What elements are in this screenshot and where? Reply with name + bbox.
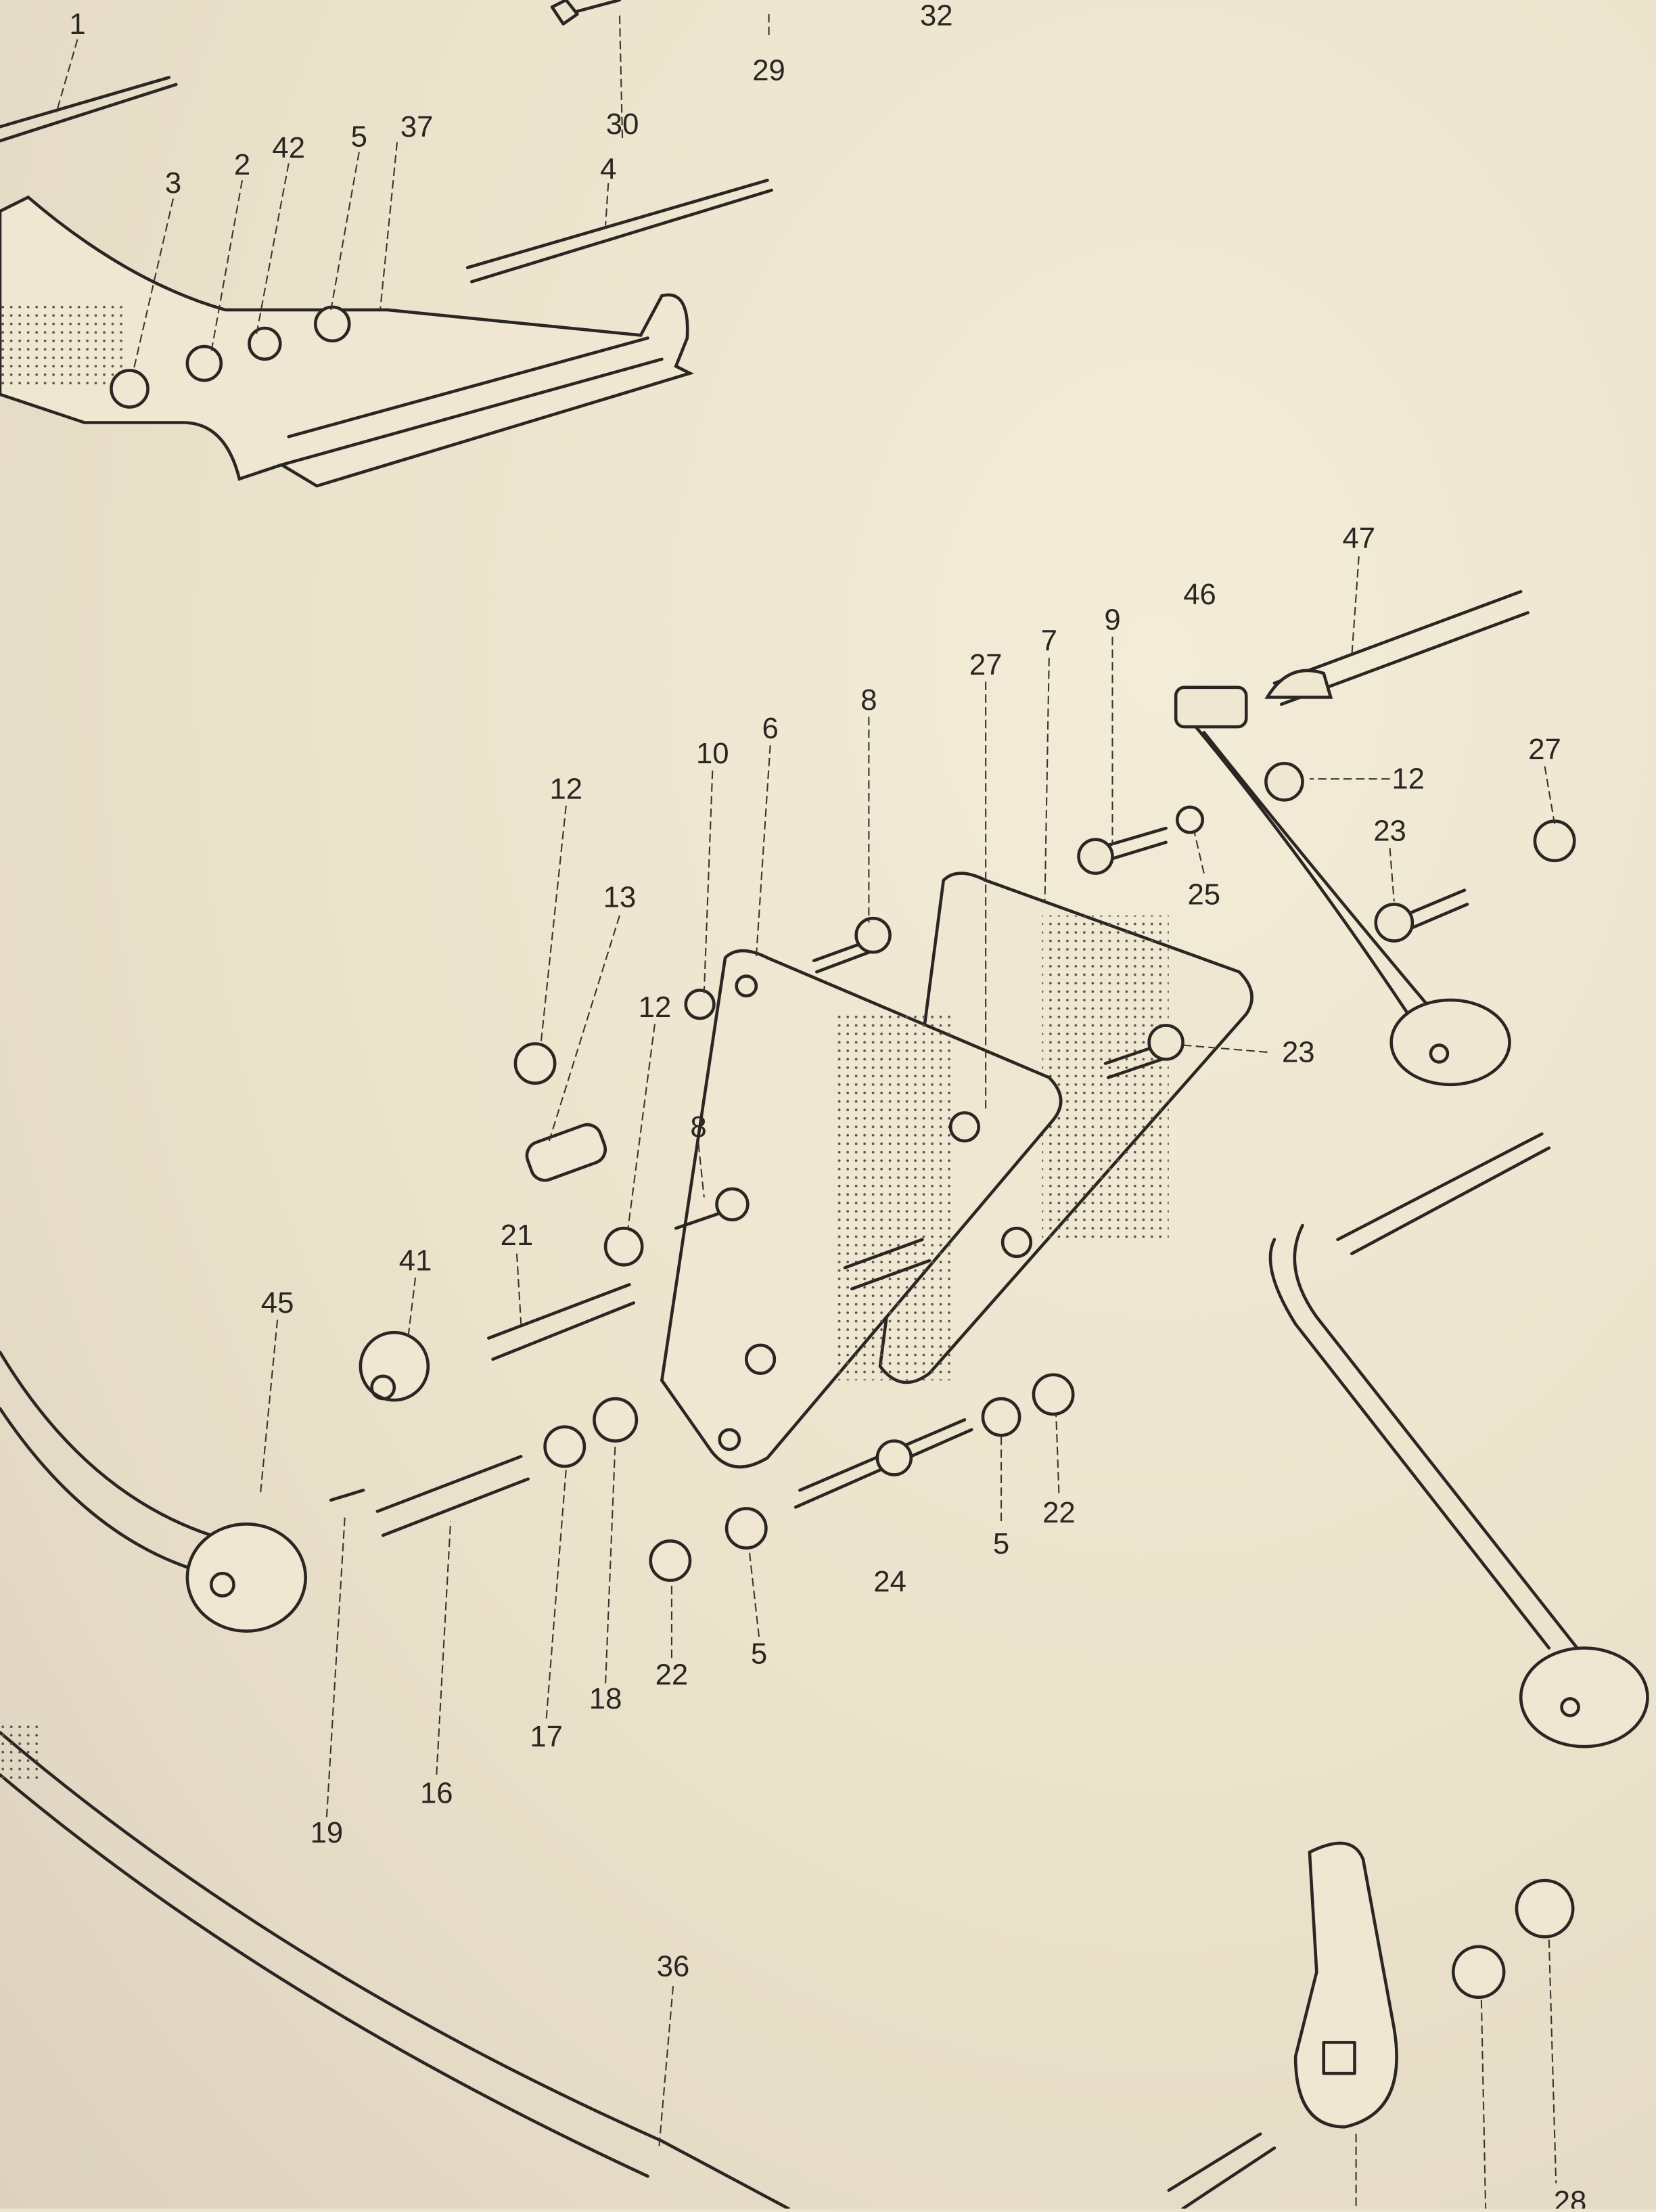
- callout-23: 23: [1373, 815, 1406, 848]
- washer-5: [313, 305, 351, 343]
- callout-47: 47: [1342, 522, 1375, 555]
- callout-21: 21: [501, 1219, 534, 1252]
- bolt-30: [550, 0, 622, 26]
- callout-8: 8: [860, 683, 877, 717]
- callout-27: 27: [969, 648, 1003, 681]
- callout-23: 23: [1282, 1036, 1315, 1069]
- stud-4: [465, 179, 774, 284]
- callout-22: 22: [656, 1658, 689, 1692]
- callout-32: 32: [920, 0, 953, 32]
- callout-9: 9: [1104, 603, 1120, 636]
- top-bracket-plate: [0, 195, 695, 488]
- crank-arm: [1268, 1132, 1649, 1748]
- callout-36: 36: [657, 1950, 690, 1983]
- stud-1: [0, 76, 178, 143]
- callout-22: 22: [1042, 1496, 1076, 1529]
- callout-27: 27: [1528, 733, 1561, 766]
- callout-30: 30: [606, 108, 639, 141]
- callout-4: 4: [600, 152, 616, 185]
- callout-12: 12: [1392, 763, 1425, 796]
- callout-45: 45: [261, 1286, 294, 1319]
- callout-6: 6: [762, 712, 778, 745]
- frame-36: [0, 1725, 791, 2211]
- callout-12: 12: [550, 772, 583, 805]
- callout-1: 1: [69, 7, 85, 41]
- callout-labels: 1 29 30 32 42 5 37 2 3 4 47 46 9 7 27 8 …: [69, 0, 1587, 2212]
- callout-37: 37: [400, 110, 434, 143]
- lever-bottom-right: [1293, 1841, 1575, 2129]
- callout-10: 10: [696, 737, 729, 770]
- callout-41: 41: [399, 1244, 432, 1278]
- hardware: [329, 761, 1576, 2211]
- washer-2: [185, 344, 223, 382]
- callout-5: 5: [993, 1527, 1009, 1560]
- callout-8: 8: [690, 1110, 706, 1144]
- bracket-7: [878, 872, 1254, 1384]
- callout-7: 7: [1041, 625, 1057, 658]
- left-arm-45: [0, 1351, 308, 1633]
- callout-3: 3: [165, 166, 181, 200]
- callout-19: 19: [310, 1816, 344, 1849]
- callout-5: 5: [751, 1637, 767, 1670]
- callout-13: 13: [603, 881, 637, 914]
- callout-42: 42: [272, 131, 305, 164]
- callout-28: 28: [1554, 2185, 1587, 2209]
- nut-3: [110, 369, 150, 409]
- callout-18: 18: [589, 1682, 622, 1715]
- callout-16: 16: [420, 1776, 453, 1809]
- callout-2: 2: [234, 148, 250, 181]
- bracket-6: [660, 949, 1063, 1469]
- callout-17: 17: [530, 1720, 563, 1753]
- callout-12: 12: [639, 991, 672, 1024]
- rod-47: [1264, 589, 1530, 706]
- callout-46: 46: [1183, 578, 1216, 611]
- callout-25: 25: [1187, 878, 1220, 911]
- lever-arm-46: [1174, 685, 1511, 1087]
- callout-29: 29: [752, 54, 785, 87]
- washer-42: [248, 326, 282, 361]
- leader-lines: [55, 14, 1557, 2209]
- callout-24: 24: [873, 1565, 906, 1598]
- callout-5: 5: [351, 120, 367, 153]
